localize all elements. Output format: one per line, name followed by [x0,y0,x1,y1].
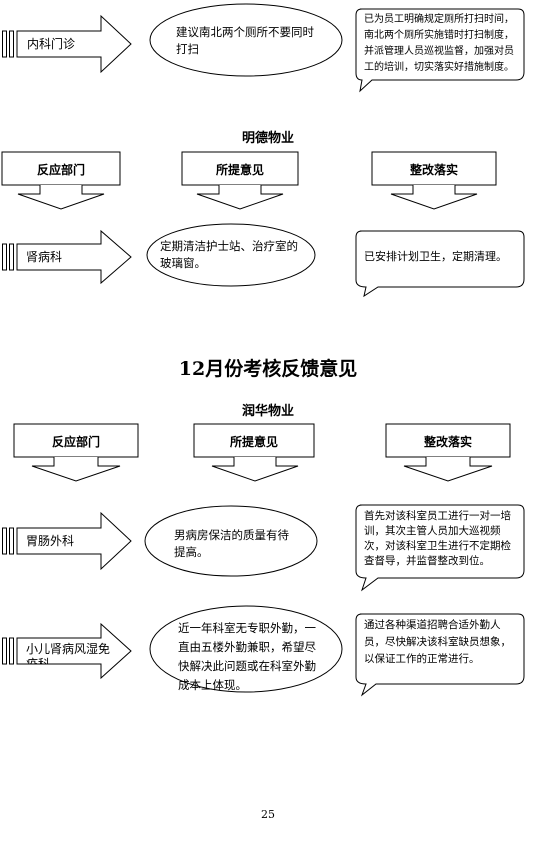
header-opinion-2: 所提意见 [215,163,264,177]
opinion-text-1: 建议南北两个厕所不要同时打扫 [176,25,314,56]
header-arrow-opinion-3 [193,423,315,482]
response-callout-1 [355,8,525,93]
dept-label-4: 小儿肾病风湿免疫科 [26,642,111,664]
response-callout-4 [355,613,525,697]
opinion-ellipse-4 [149,605,343,693]
header-arrow-opinion-2 [181,151,299,210]
dept-label-3: 胃肠外科 [26,534,75,548]
dept-arrow-1 [2,14,132,74]
dept-arrow-2 [2,229,132,285]
dept-arrow-4 [2,622,132,680]
header-dept-3: 反应部门 [51,435,100,449]
opinion-text-2: 定期清洁护士站、治疗室的玻璃窗。 [160,239,298,270]
header-response-3: 整改落实 [423,435,472,449]
response-callout-2 [355,230,525,298]
dept-arrow-3 [2,511,132,571]
response-text-1: 已为员工明确规定厕所打扫时间，南北两个厕所实施错时打扫制度，并派管理人员巡视监督… [364,14,514,73]
header-response-2: 整改落实 [409,163,458,177]
response-callout-3 [355,504,525,592]
opinion-ellipse-1 [149,3,343,77]
response-text-3: 首先对该科室员工进行一对一培训，其次主管人员加大巡视频次，对该科室卫生进行不定期… [364,510,511,567]
opinion-text-4: 近一年科室无专职外勤，一直由五楼外勤兼职，希望尽快解决此问题或在科室外勤成本上体… [178,621,316,692]
opinion-ellipse-2 [146,223,316,287]
company-name-3: 润华物业 [241,404,294,419]
response-text-2: 已安排计划卫生，定期清理。 [364,250,507,263]
header-opinion-3: 所提意见 [229,435,278,449]
page-title: 12月份考核反馈意见 [178,358,358,380]
opinion-text-3: 男病房保洁的质量有待提高。 [174,528,289,559]
header-arrow-response-2 [371,151,497,210]
dept-label-1: 内科门诊 [27,37,76,51]
response-text-4: 通过各种渠道招聘合适外勤人员，尽快解决该科室缺员想象，以保证工作的正常进行。 [364,619,511,665]
header-arrow-dept-3 [13,423,139,482]
opinion-ellipse-3 [144,505,318,577]
header-dept-2: 反应部门 [36,163,85,177]
dept-label-2: 肾病科 [26,250,63,264]
header-arrow-dept-2 [1,151,121,210]
header-arrow-response-3 [385,423,511,482]
company-name-2: 明德物业 [241,131,294,146]
page-number: 25 [261,808,275,821]
